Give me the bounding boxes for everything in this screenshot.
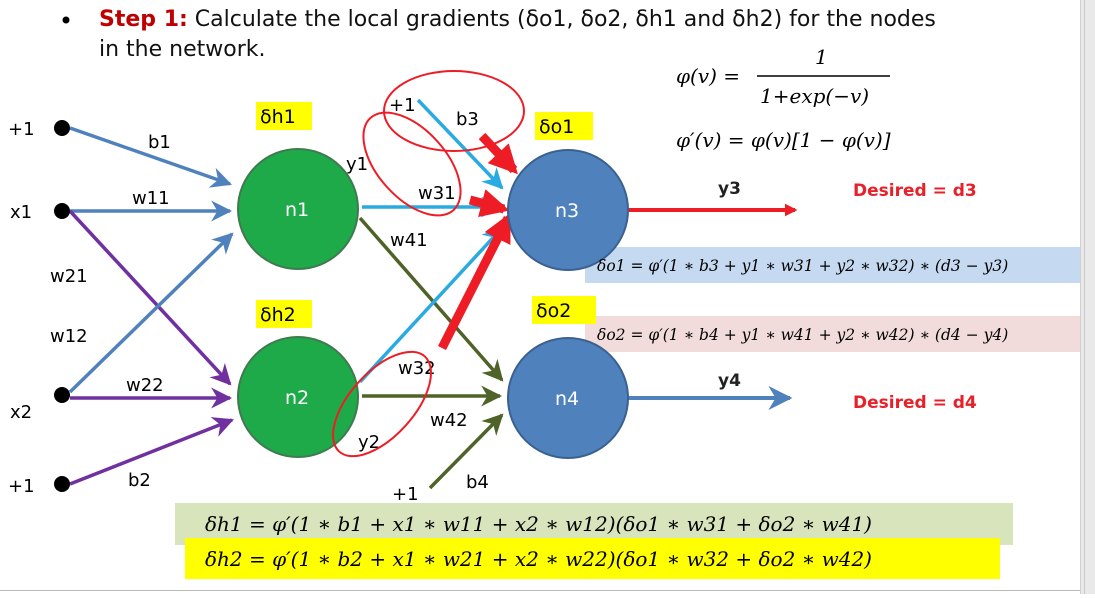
weight-label-b2: b2 [128,470,151,491]
do2-equation: δo2 = φ′(1 ∗ b4 + y1 ∗ w41 + y2 ∗ w42) ∗… [597,326,1008,344]
hidden-bias-bottom: +1 [392,484,419,505]
highlight-ring-b3 [383,70,525,152]
do1-equation: δo1 = φ′(1 ∗ b3 + y1 ∗ w31 + y2 ∗ w32) ∗… [597,257,1008,275]
weight-label-b1: b1 [148,132,171,153]
vertical-scrollbar[interactable] [1080,0,1095,594]
hidden-node-n1 [237,148,359,270]
input-label-x1: x1 [10,202,32,223]
phi-numerator: 1 [815,45,828,69]
hidden-node-n2 [237,336,359,458]
weight-label-b4: b4 [466,472,489,493]
edge-b1 [69,126,232,188]
hidden-node-label-n2: n2 [285,387,309,409]
input-node-x2 [54,387,70,403]
input-node-bias-top [54,120,70,136]
dh2-equation: δh2 = φ′(1 ∗ b2 + x1 ∗ w21 + x2 ∗ w22)(δ… [205,547,872,571]
slide-bottom-divider [0,590,1081,591]
input-label-x2: x2 [10,402,32,423]
scroll-guide-line [1084,0,1085,594]
output-label-y4: y4 [718,371,741,391]
dh1-equation: δh1 = φ′(1 ∗ b1 + x1 ∗ w11 + x2 ∗ w12)(δ… [205,512,872,536]
do1-eq-bg [585,247,1081,283]
phi-denominator: 1+exp(−v) [760,84,869,108]
heading-line-2: in the network. [99,37,265,62]
weight-label-w22: w22 [126,375,164,396]
weight-label-w12: w12 [50,326,88,347]
output-label-y3: y3 [718,179,741,199]
output-node-n4 [507,337,629,459]
desired-d4: Desired = d4 [853,393,977,413]
hidden-bias-top: +1 [389,95,416,116]
weight-label-w41: w41 [390,230,428,251]
weight-label-w31: w31 [418,183,456,204]
input-label-bias-top: +1 [8,119,35,140]
highlight-ring-y2-w32 [332,350,432,458]
do2-highlight [532,296,596,324]
input-node-bias-bottom [54,476,70,492]
edge-w12 [68,232,234,394]
input-node-x1 [54,203,70,219]
do2-label: δo2 [536,300,571,322]
heading-line-1: Step 1: Calculate the local gradients (δ… [99,7,936,32]
weight-label-b3: b3 [456,109,479,130]
do1-highlight [535,112,593,140]
weight-label-w32: w32 [398,358,436,379]
backprop-arrow-w31 [468,189,510,218]
dh1-label: δh1 [260,106,296,128]
phi-prime: φ′(v) = φ(v)[1 − φ(v)] [676,128,891,152]
output-node-label-n3: n3 [555,200,579,222]
edge-w32 [358,226,504,384]
do1-label: δo1 [539,116,574,138]
dh2-label: δh2 [260,304,296,326]
dh1-highlight [256,102,312,130]
desired-d3: Desired = d3 [853,181,977,201]
weight-label-w11: w11 [132,188,170,209]
dh2-highlight [256,300,312,328]
weight-label-w42: w42 [430,410,468,431]
edge-b4 [428,413,504,490]
output-node-label-n4: n4 [555,388,579,410]
step-label: Step 1: [99,7,188,32]
step-description: Calculate the local gradients (δo1, δo2,… [188,7,936,32]
backprop-arrow-b3 [478,132,518,175]
weight-label-w21: w21 [50,266,88,287]
edge-w41 [358,216,504,382]
hidden-node-label-n1: n1 [285,199,309,221]
output-node-n3 [507,149,629,271]
input-label-bias-bottom: +1 [8,476,35,497]
bullet-point [62,16,70,24]
highlight-ring-y1-w31 [362,111,462,217]
hidden-output-y1: y1 [346,154,368,175]
hidden-output-y2: y2 [358,432,380,453]
dh2-eq-bg [185,538,1000,579]
edge-w21 [68,209,232,386]
backprop-arrow-w32 [437,212,513,351]
phi-lhs: φ(v) = [676,64,740,88]
do2-eq-bg [585,316,1081,352]
edge-b2 [69,417,234,486]
